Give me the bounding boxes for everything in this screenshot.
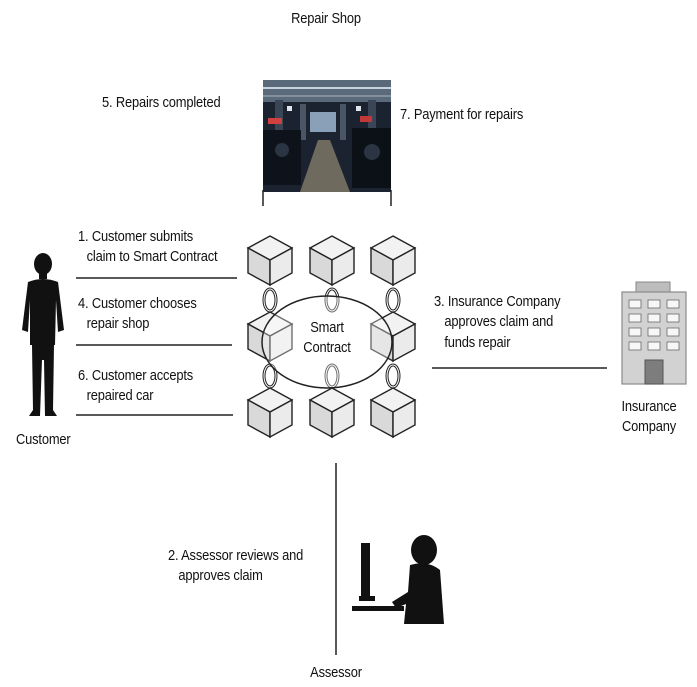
step3-line3: funds repair [444, 333, 511, 351]
customer-label: Customer [16, 431, 71, 448]
step2-label: 2. Assessor reviews and approves claim [168, 546, 303, 587]
step5-label: 5. Repairs completed [102, 94, 221, 111]
customer-icon [22, 253, 64, 416]
step6-line1: 6. Customer accepts [78, 367, 194, 384]
step4-line2: repair shop [86, 315, 150, 333]
step7-label: 7. Payment for repairs [400, 106, 524, 123]
blockchain-icon [247, 235, 416, 438]
office-building-icon [621, 281, 687, 385]
step4-line1: 4. Customer chooses [78, 295, 197, 312]
step4-label: 4. Customer chooses repair shop [78, 294, 197, 335]
repair-shop-photo [263, 80, 391, 192]
step1-line1: 1. Customer submits [78, 228, 194, 245]
assessor-icon [352, 535, 444, 624]
step2-line1: 2. Assessor reviews and [168, 547, 304, 564]
step6-label: 6. Customer accepts repaired car [78, 366, 193, 407]
smart-contract-line1: Smart [310, 319, 344, 336]
insurance-line1: Insurance [621, 398, 677, 415]
step3-line2: approves claim and [444, 313, 554, 331]
assessor-label: Assessor [310, 664, 362, 681]
step2-line2: approves claim [178, 567, 263, 585]
step3-line1: 3. Insurance Company [434, 293, 561, 310]
repair-shop-label: Repair Shop [291, 10, 361, 27]
smart-contract-line2: Contract [303, 339, 351, 357]
smart-contract-label: Smart Contract [288, 318, 365, 359]
insurance-company-label: Insurance Company [610, 397, 687, 438]
step1-label: 1. Customer submits claim to Smart Contr… [78, 227, 218, 268]
step3-label: 3. Insurance Company approves claim and … [434, 292, 561, 353]
step1-line2: claim to Smart Contract [86, 248, 218, 266]
smart-contract-ellipse [261, 295, 393, 389]
insurance-line2: Company [621, 418, 676, 436]
step6-line2: repaired car [86, 387, 154, 405]
